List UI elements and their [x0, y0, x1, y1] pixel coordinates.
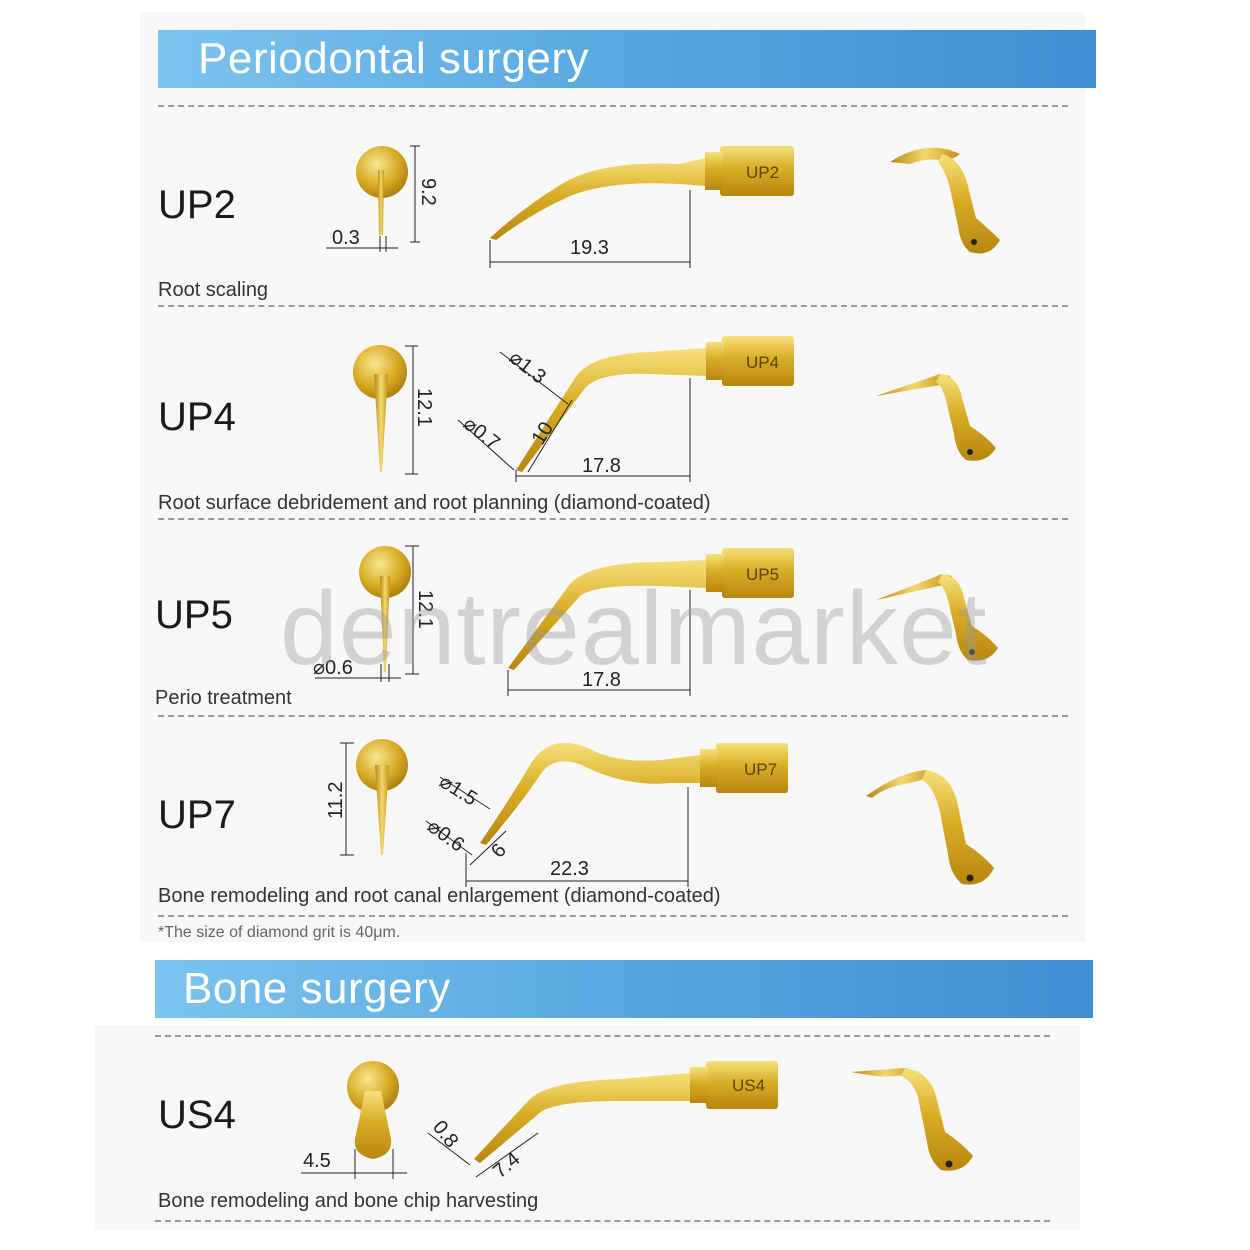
- perspective-view-diagram: [866, 770, 994, 885]
- dimension-label: 0.3: [332, 227, 360, 249]
- divider: [155, 1035, 1050, 1037]
- side-view-diagram: UP5 17.8: [507, 548, 794, 696]
- section-banner-periodontal: Periodontal surgery: [158, 30, 1096, 88]
- tip-description: Perio treatment: [155, 687, 292, 709]
- dimension-label: ⌀0.6: [423, 815, 468, 856]
- tip-description: Bone remodeling and bone chip harvesting: [158, 1190, 539, 1212]
- dimension-label: 17.8: [582, 455, 621, 477]
- dimension-label: 19.3: [570, 237, 609, 259]
- dimension-label: 12.1: [413, 388, 435, 427]
- dimension-label: 12.1: [414, 590, 436, 629]
- tip-engraving: UP2: [746, 163, 779, 182]
- tip-code: US4: [158, 1093, 236, 1137]
- side-view-diagram: US4 0.8 7.4: [427, 1061, 778, 1183]
- side-view-diagram: UP7 ⌀1.5 ⌀0.6 6 22.3: [423, 742, 788, 887]
- dimension-label: 17.8: [582, 669, 621, 691]
- front-view-diagram: 11.2: [325, 739, 408, 856]
- dimension-label: 7.4: [489, 1148, 524, 1183]
- dimension-label: ⌀0.7: [459, 413, 504, 455]
- divider: [158, 518, 1068, 520]
- front-view-diagram: 12.1: [353, 345, 435, 475]
- tip-code: UP5: [155, 593, 233, 637]
- perspective-view-diagram: [876, 374, 996, 461]
- perspective-view-diagram: [851, 1068, 973, 1171]
- section-banner-bone: Bone surgery: [155, 960, 1093, 1018]
- dimension-label: 11.2: [325, 782, 347, 819]
- divider: [158, 715, 1068, 717]
- dimension-label: 22.3: [550, 858, 589, 880]
- perspective-view-diagram: [876, 574, 998, 661]
- tip-engraving: UP5: [746, 565, 779, 584]
- divider: [155, 1220, 1050, 1222]
- section-title: Bone surgery: [183, 964, 451, 1013]
- dimension-label: ⌀1.5: [435, 771, 480, 811]
- tip-code: UP2: [158, 183, 236, 227]
- tip-engraving: UP4: [746, 353, 779, 372]
- tip-description: Root surface debridement and root planni…: [158, 492, 711, 514]
- dimension-label: ⌀1.3: [505, 347, 550, 389]
- watermark: dentrealmarket: [280, 571, 988, 687]
- panel-bone: [95, 1025, 1080, 1230]
- dimension-label: 9.2: [417, 178, 439, 206]
- front-view-diagram: 4.5: [301, 1061, 407, 1179]
- perspective-view-diagram: [890, 147, 1000, 254]
- dimension-label: 4.5: [303, 1150, 331, 1172]
- side-view-diagram: UP2 19.3: [489, 146, 794, 268]
- tip-code: UP7: [158, 793, 236, 837]
- tip-code: UP4: [158, 395, 236, 439]
- tip-engraving: US4: [732, 1076, 765, 1095]
- tip-description: Bone remodeling and root canal enlargeme…: [158, 885, 721, 907]
- divider: [158, 105, 1068, 107]
- front-view-diagram: 9.2 0.3: [326, 145, 439, 252]
- tip-engraving: UP7: [744, 760, 777, 779]
- dimension-label: 6: [487, 840, 511, 863]
- side-view-diagram: UP4 ⌀1.3 ⌀0.7 10 17.8: [457, 336, 794, 482]
- divider: [158, 305, 1068, 307]
- dimension-label: 0.8: [428, 1117, 462, 1152]
- tip-description: Root scaling: [158, 279, 269, 301]
- front-view-diagram: 12.1 ⌀0.6: [313, 545, 436, 682]
- section-title: Periodontal surgery: [198, 34, 590, 83]
- divider: [158, 915, 1068, 917]
- footnote: *The size of diamond grit is 40μm.: [158, 924, 401, 941]
- dimension-label: ⌀0.6: [313, 657, 353, 679]
